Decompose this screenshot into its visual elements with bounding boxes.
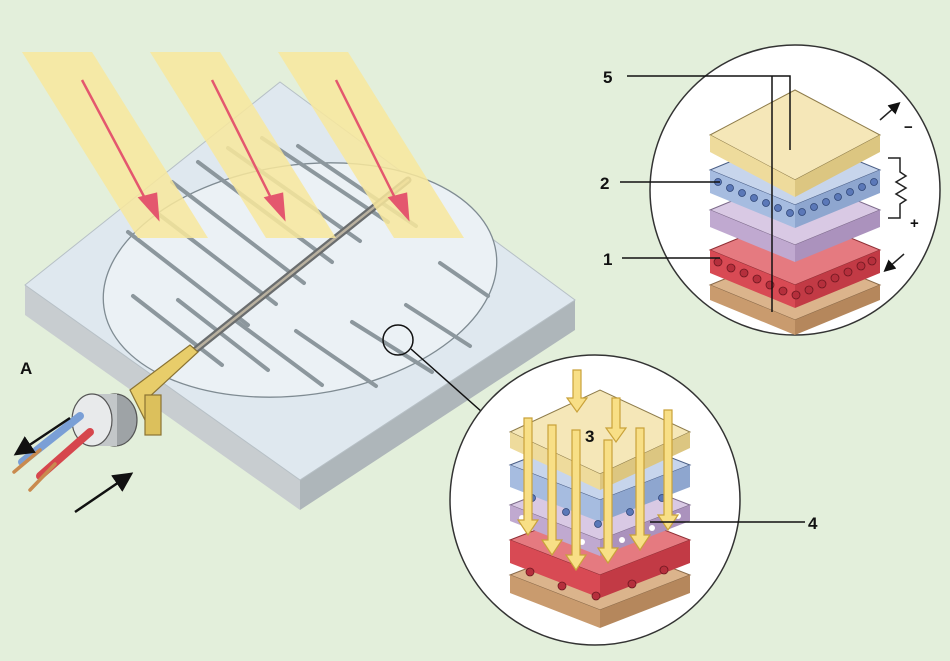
sunlight-beams (22, 52, 464, 238)
label-5: 5 (603, 68, 612, 87)
label-4: 4 (808, 514, 818, 533)
n-layer-carriers (714, 178, 878, 217)
label-3: 3 (585, 427, 594, 446)
magnifier-ring (382, 324, 414, 356)
current-in-arrow (74, 472, 134, 514)
minus-sign: − (904, 119, 913, 136)
inset-light-penetration: 3 4 (449, 354, 818, 646)
external-circuit (879, 102, 908, 272)
resistor-icon (888, 157, 908, 219)
terminal-bracket (129, 344, 199, 436)
p-layer-carriers (713, 256, 877, 300)
sun-beam-2 (150, 52, 336, 238)
leader-5 (627, 75, 791, 150)
label-1: 1 (603, 250, 612, 269)
current-out-arrow (13, 416, 71, 456)
panel-front-face (25, 285, 300, 510)
beam-arrowhead-2 (263, 192, 286, 222)
beam-arrowhead-3 (387, 192, 410, 222)
plus-sign: + (910, 215, 919, 232)
sun-beam-3 (278, 52, 464, 238)
beam-arrowhead-1 (137, 192, 160, 222)
magnifier-leader (410, 348, 483, 413)
label-2: 2 (600, 174, 609, 193)
panel-label-a: A (20, 359, 32, 378)
inset-layers: − + 5 2 1 (600, 44, 941, 336)
sun-beam-1 (22, 52, 208, 238)
panel-right-face (300, 300, 575, 510)
